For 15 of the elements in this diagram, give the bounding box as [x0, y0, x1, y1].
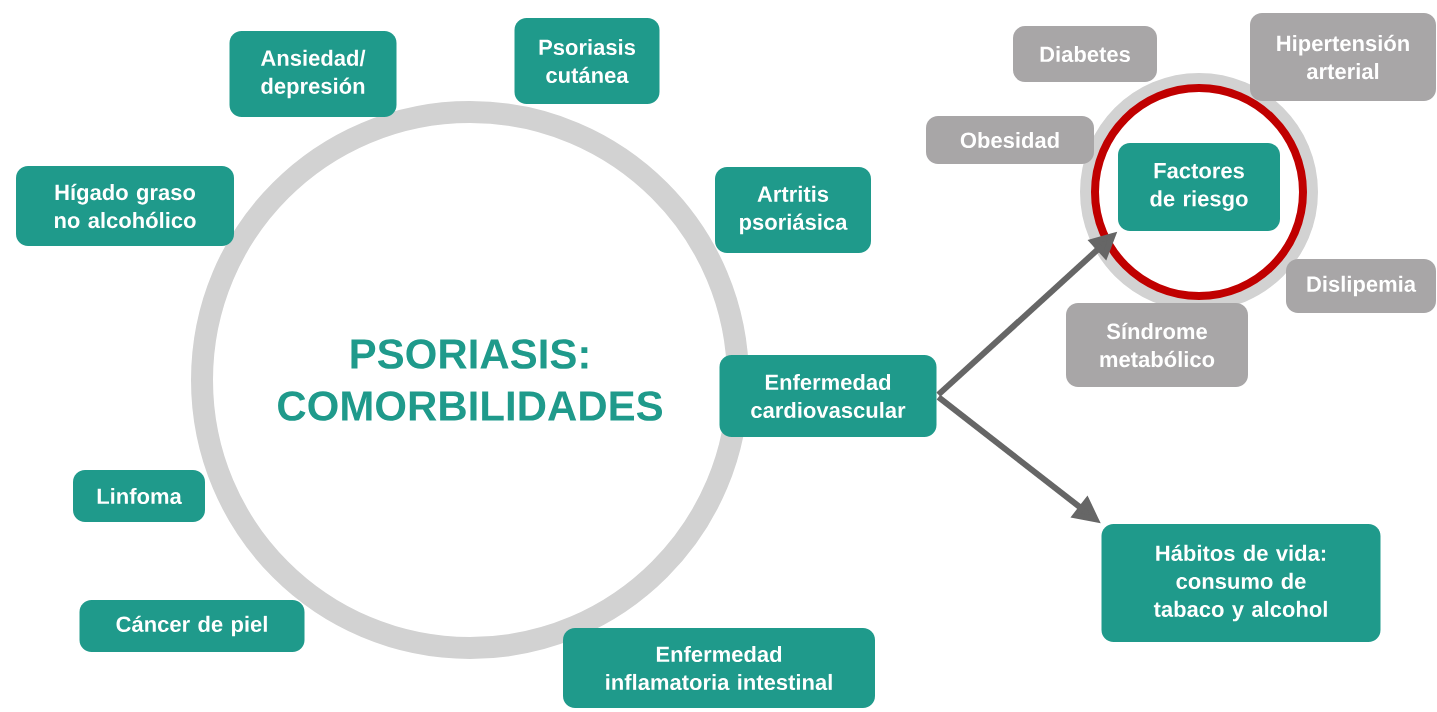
comorbidity-box: Linfoma	[73, 470, 205, 522]
risk-factor-box: Síndrome metabólico	[1066, 303, 1248, 387]
comorbidity-box: Artritis psoriásica	[715, 167, 871, 253]
risk-factor-box: Diabetes	[1013, 26, 1157, 82]
comorbidity-box: Ansiedad/ depresión	[229, 31, 397, 117]
risk-factor-box: Dislipemia	[1286, 259, 1436, 313]
comorbidity-box: Psoriasis cutánea	[514, 18, 660, 104]
category-box: Hábitos de vida: consumo de tabaco y alcohol	[1101, 524, 1381, 642]
risk-factor-box: Obesidad	[926, 116, 1094, 164]
comorbidity-box: Enfermedad inflamatoria intestinal	[563, 628, 875, 708]
category-box: Factores de riesgo	[1118, 143, 1280, 231]
comorbidity-box: Hígado graso no alcohólico	[16, 166, 234, 246]
risk-factor-box: Hipertensión arterial	[1250, 13, 1436, 101]
comorbidity-box: Cáncer de piel	[79, 600, 305, 652]
comorbidity-box: Enfermedad cardiovascular	[719, 355, 937, 437]
